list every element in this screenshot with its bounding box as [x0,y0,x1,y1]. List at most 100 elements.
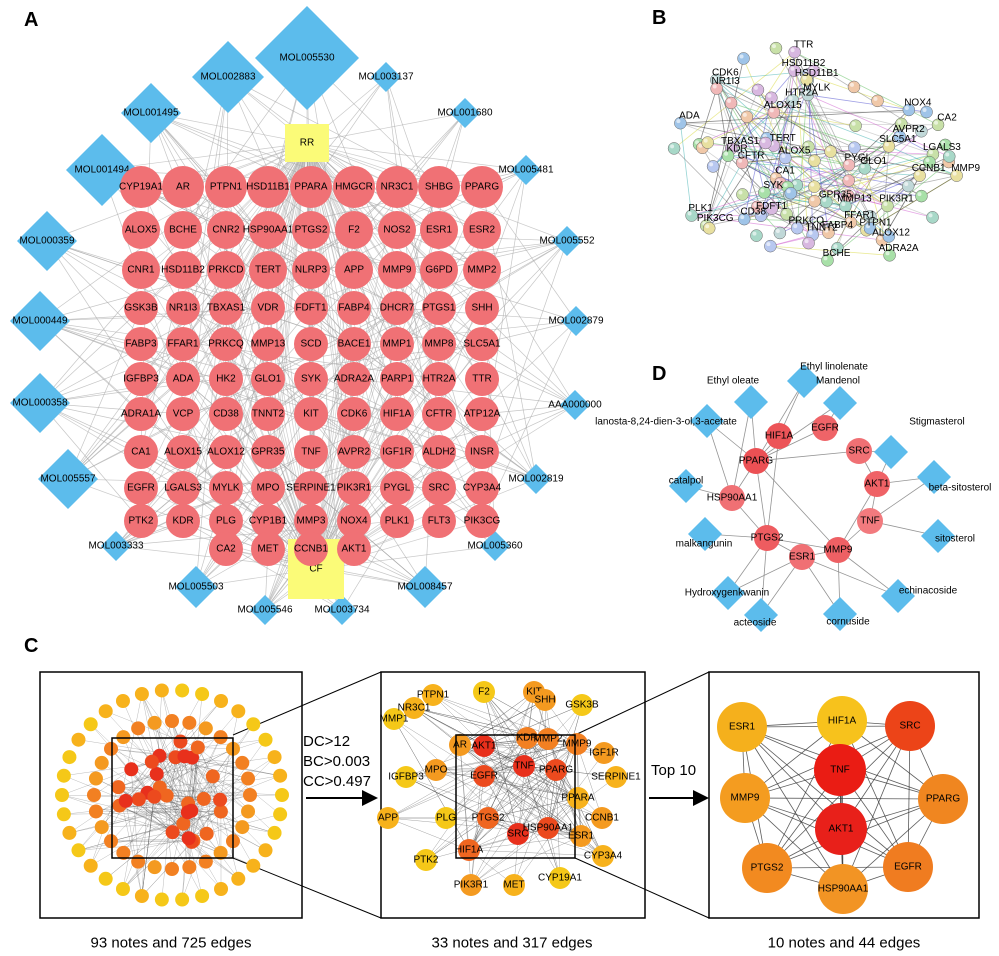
protein-node-highlight [769,108,774,113]
target-node [337,362,371,396]
network-edge [881,146,890,241]
protein-node-highlight [776,179,781,184]
protein-node-highlight [884,232,889,237]
network-frame [708,671,980,919]
target-node [247,166,289,208]
network-edge [731,401,752,499]
compound-diamond [823,386,857,420]
node-dot [241,804,256,819]
panel-b-ppi-network: CD38LGALS3ALOX12MMP13TBXAS1MMP9ALOX5SYKA… [667,40,981,267]
target-label: ESR1 [426,225,453,236]
network-edge [197,747,281,815]
network-edge [574,857,710,919]
network-edge [125,800,194,841]
target-label: NOS2 [383,225,411,236]
network-edge [425,817,489,861]
protein-node [769,41,783,55]
target-node [418,166,460,208]
target-node [290,166,332,208]
compound-diamond [17,211,77,271]
network-edge [405,776,519,835]
protein-node-highlight [792,180,797,185]
node-shh [534,689,556,711]
network-edge [182,186,576,406]
protein-node-highlight [738,190,743,195]
node-hsp90aa1 [537,817,559,839]
node-gsk3b [571,694,593,716]
protein-label: HSD11B1 [795,68,839,79]
node-dot [175,892,190,907]
target-node [380,327,414,361]
network-edge [766,720,843,869]
network-edge [459,744,470,851]
panel-b-nodes: CD38LGALS3ALOX12MMP13TBXAS1MMP9ALOX5SYKA… [667,40,981,267]
node-label: PPARG [539,765,573,776]
protein-node-highlight [786,189,791,194]
target-node [292,251,330,289]
node-dot [273,768,288,783]
node-ptpn1 [422,684,444,706]
network-edge [306,142,440,522]
protein-node-highlight [727,144,732,149]
network-edge [105,812,188,879]
protein-label: KDR [727,143,748,154]
protein-node-highlight [917,127,922,132]
node-dot [235,755,250,770]
target-label: PRKCD [208,265,243,276]
node-dot [205,769,220,784]
target-label: PRKCQ [208,339,244,350]
node-label: PLG [436,813,456,824]
protein-node-highlight [851,121,856,126]
target-node [122,251,160,289]
top10-node-label: ESR1 [729,722,756,733]
target-node [166,291,200,325]
network-edge [741,726,909,868]
protein-node-highlight [873,96,878,101]
target-label: FABP4 [338,303,370,314]
compound-diamond [10,291,70,351]
network-edge [445,765,525,819]
network-edge [413,707,525,767]
node-label: SHH [534,695,555,706]
target-label: SHBG [425,182,454,193]
network-edge [794,52,809,244]
target-node [378,211,416,249]
protein-node-highlight [941,140,946,145]
target-label: ALOX5 [125,225,158,236]
protein-label: SYK [763,180,783,191]
compound-diamond [250,595,280,625]
node-dot [231,871,246,886]
protein-node-highlight [804,70,809,75]
compound-label: MOL000449 [12,316,67,327]
target-label: HMGCR [335,182,373,193]
network-edge [141,792,148,897]
compound-diamond [823,597,857,631]
target-label: KIT [303,409,319,420]
target-node [465,435,499,469]
target-label: PTGS1 [423,303,456,314]
node-dot [195,888,210,903]
compound-diamond [192,41,264,113]
compound-name: sitosterol [935,534,975,545]
herb-node [285,124,329,162]
panel-label-c: C [24,635,38,657]
compound-diamond [881,579,915,613]
network-edge [797,153,934,229]
network-edge [483,775,519,835]
target-label: CYP3A4 [463,483,502,494]
node-dot [213,730,228,745]
target-label: PIK3R1 [337,483,372,494]
node-dot [198,854,213,869]
target-node [461,166,503,208]
target-node [294,504,328,538]
network-edge [46,240,355,345]
target-label: MET [257,544,278,555]
node-ar [449,734,471,756]
target-label: MYLK [212,483,240,494]
target-label: HIF1A [765,431,794,442]
protein-node-highlight [823,256,828,261]
network-edge [468,849,604,857]
protein-node [824,145,837,158]
network-edge [775,70,795,179]
target-label: PPARG [465,182,499,193]
